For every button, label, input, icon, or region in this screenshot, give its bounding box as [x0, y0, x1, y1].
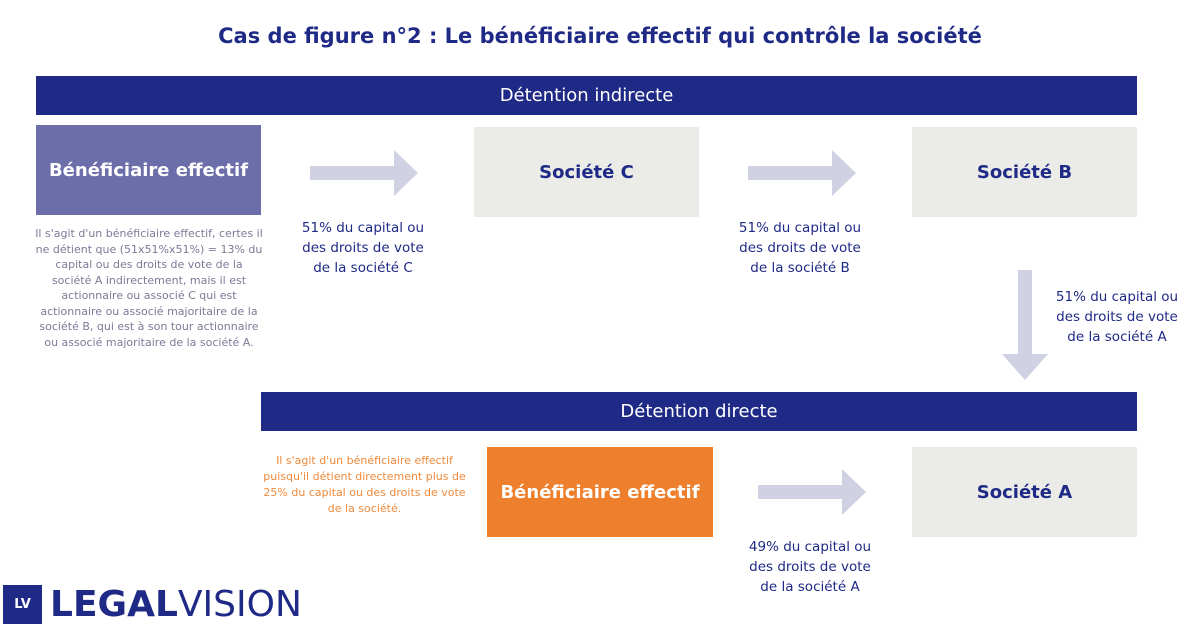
indirect-beneficiary-box: Bénéficiaire effectif: [36, 125, 261, 215]
direct-beneficiary-note: Il s'agit d'un bénéficiaire effectif pui…: [263, 454, 466, 515]
arrow-label-c: 51% du capital ou des droits de vote de …: [301, 220, 425, 276]
arrow-label-a: 51% du capital ou des droits de vote de …: [1055, 289, 1179, 345]
logo-wordmark: LEGALVISION: [50, 584, 302, 625]
logo-light: VISION: [177, 584, 302, 625]
direct-beneficiary-box: Bénéficiaire effectif: [487, 447, 713, 537]
company-c-box: Société C: [474, 127, 699, 217]
arrow-right-icon: [758, 469, 866, 515]
legalvision-logo: LV LEGALVISION: [3, 584, 302, 625]
logo-mark: LV: [3, 585, 42, 624]
arrow-down-icon: [1002, 270, 1048, 380]
logo-bold: LEGAL: [50, 584, 178, 625]
diagram-title: Cas de figure n°2 : Le bénéficiaire effe…: [218, 24, 982, 48]
indirect-beneficiary-note: Il s'agit d'un bénéficiaire effectif, ce…: [35, 227, 263, 349]
arrow-label-b: 51% du capital ou des droits de vote de …: [738, 220, 862, 276]
company-a-box: Société A: [912, 447, 1137, 537]
arrow-right-icon: [748, 150, 856, 196]
company-b-box: Société B: [912, 127, 1137, 217]
arrow-right-icon: [310, 150, 418, 196]
direct-holding-band: Détention directe: [261, 392, 1137, 431]
indirect-holding-band: Détention indirecte: [36, 76, 1137, 115]
arrow-label-direct: 49% du capital ou des droits de vote de …: [748, 539, 872, 595]
